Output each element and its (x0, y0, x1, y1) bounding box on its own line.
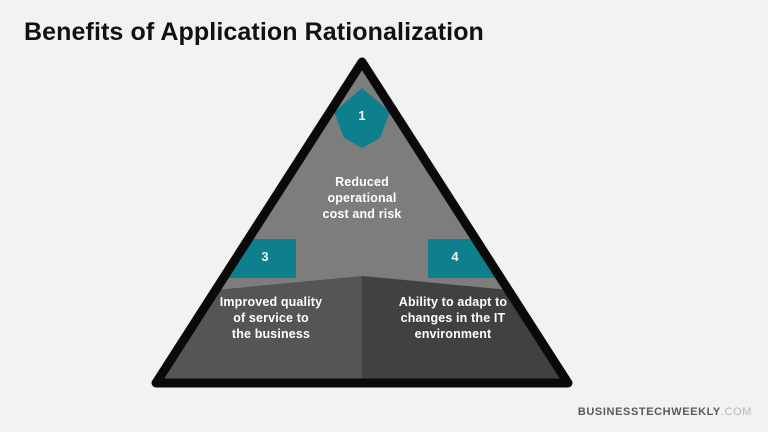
segment-bottom-right-label: Ability to adapt to changes in the IT en… (398, 295, 508, 341)
page-title: Benefits of Application Rationalization (24, 18, 484, 46)
badge-3-number: 3 (261, 249, 269, 264)
badge-1-number: 1 (358, 108, 366, 123)
badge-3-shape (228, 239, 296, 278)
watermark-brand: BUSINESSTECHWEEKLY (577, 406, 721, 418)
badge-1-shape (334, 88, 390, 148)
segment-top-label: Reduced operational cost and risk (322, 175, 402, 221)
triangle-outline (151, 57, 573, 388)
segment-bottom-left-label: Improved quality of service to the busin… (219, 295, 323, 341)
badge-4-shape (428, 239, 496, 278)
watermark: BUSINESSTECHWEEKLY.COM (578, 406, 752, 418)
badge-4-number: 4 (451, 249, 459, 264)
watermark-tld: .COM (720, 406, 752, 418)
